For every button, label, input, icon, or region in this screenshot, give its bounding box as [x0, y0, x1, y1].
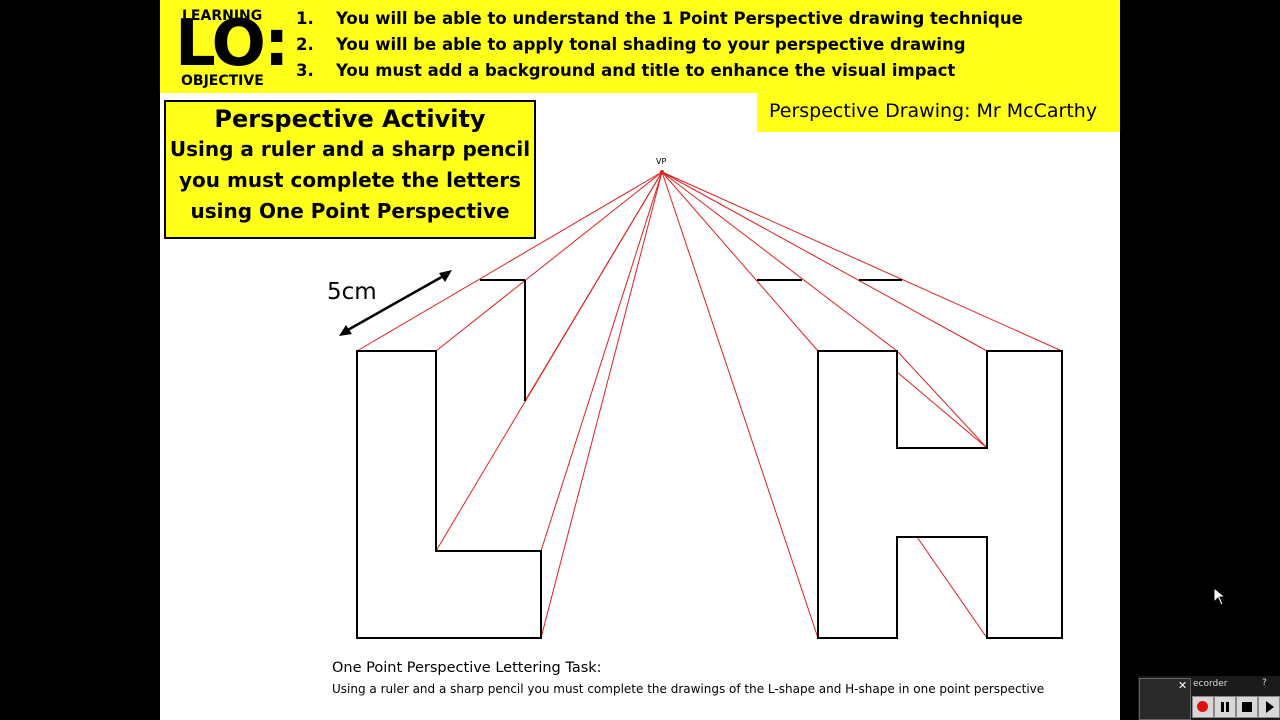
recorder-thumbnail[interactable]: ✕ [1139, 678, 1191, 720]
vanishing-point-dot [660, 170, 664, 174]
author-box: Perspective Drawing: Mr McCarthy [757, 93, 1120, 132]
letter-h [757, 279, 1063, 639]
lo-logo-top: LEARNING [182, 8, 263, 24]
objective-text: You will be able to understand the 1 Poi… [336, 9, 1023, 28]
slide: LEARNING LO: OBJECTIVE 1. You will be abl… [160, 0, 1120, 720]
stop-button[interactable] [1236, 696, 1258, 718]
objective-text: You must add a background and title to e… [336, 61, 956, 80]
vanishing-point: VP [656, 157, 666, 174]
play-button[interactable] [1258, 696, 1280, 718]
objective-item: 2. You will be able to apply tonal shadin… [290, 32, 1023, 58]
lo-logo-bottom: OBJECTIVE [181, 73, 264, 89]
activity-line: you must complete the letters [179, 168, 521, 192]
measure-arrow: 5cm [327, 270, 452, 336]
objective-number: 1. [296, 9, 314, 28]
recorder-title: ecorder [1193, 679, 1228, 689]
letter-l [356, 279, 542, 639]
learning-objective-banner: LEARNING LO: OBJECTIVE 1. You will be abl… [160, 0, 1120, 93]
activity-body: Using a ruler and a sharp pencil you mus… [166, 134, 534, 227]
measure-label: 5cm [327, 279, 377, 305]
activity-title: Perspective Activity [214, 105, 486, 133]
activity-line: using One Point Perspective [190, 199, 510, 223]
record-button[interactable] [1192, 696, 1214, 718]
objective-number: 3. [296, 61, 314, 80]
task-description: Using a ruler and a sharp pencil you mus… [332, 682, 1045, 696]
lo-logo: LEARNING LO: OBJECTIVE [160, 0, 289, 93]
objective-item: 3. You must add a background and title to… [290, 58, 1023, 84]
activity-line: Using a ruler and a sharp pencil [169, 137, 531, 161]
close-icon[interactable]: ✕ [1178, 679, 1188, 692]
perspective-drawing: VP 5cm [327, 157, 1063, 639]
construction-lines [356, 171, 1063, 639]
vanishing-point-label: VP [656, 157, 666, 166]
objective-text: You will be able to apply tonal shading … [336, 35, 966, 54]
help-icon[interactable]: ? [1262, 678, 1267, 688]
screen-recorder-panel: ✕ ecorder ? [1138, 676, 1280, 720]
mouse-cursor-icon [1213, 587, 1227, 606]
objective-number: 2. [296, 35, 314, 54]
objectives-list: 1. You will be able to understand the 1 P… [290, 6, 1023, 84]
lo-logo-big: LO: [175, 7, 289, 81]
pause-button[interactable] [1214, 696, 1236, 718]
author-label: Perspective Drawing: Mr McCarthy [769, 100, 1098, 122]
task-title: One Point Perspective Lettering Task: [332, 660, 602, 676]
objective-item: 1. You will be able to understand the 1 P… [290, 6, 1023, 32]
activity-box: Perspective Activity Using a ruler and a… [164, 100, 536, 239]
